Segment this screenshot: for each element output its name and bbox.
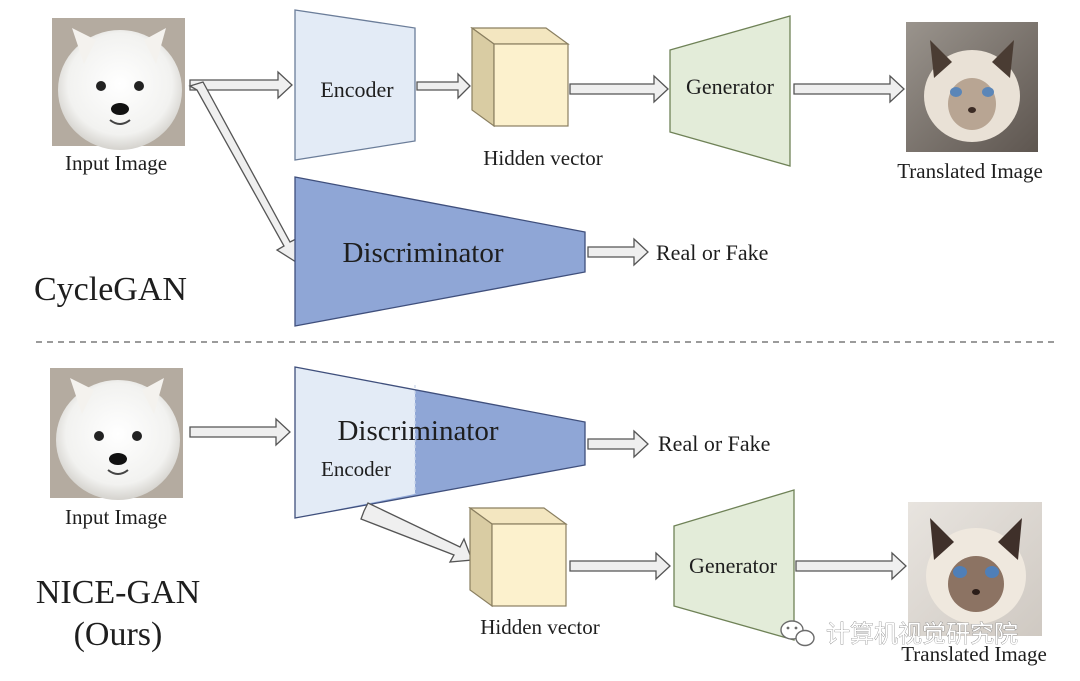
hidden-vector-cube-bottom (468, 506, 568, 608)
hidden-vector-cube-top (470, 26, 570, 128)
discriminator-block-top (294, 176, 586, 327)
input-image-dog (52, 18, 185, 150)
discriminator-label-top: Discriminator (342, 237, 503, 269)
generator-label-bottom: Generator (689, 553, 778, 578)
watermark-text: 计算机视觉研究院 (826, 620, 1018, 648)
translated-image-cat-bottom (908, 502, 1042, 636)
real-or-fake-label-top: Real or Fake (656, 240, 768, 265)
arrow-hidden-to-generator-top (569, 74, 669, 104)
encoder-block-top (294, 9, 416, 161)
arrow-discriminator-to-output-bottom (587, 429, 649, 459)
discriminator-label-bottom: Discriminator (337, 415, 498, 447)
input-image-label-bottom: Input Image (65, 505, 167, 529)
arrow-discriminator-to-output-top (587, 237, 649, 267)
wechat-icon (780, 620, 815, 647)
arrow-generator-to-output-top (793, 74, 905, 104)
watermark: 计算机视觉研究院 (780, 620, 1018, 648)
input-image-label-top: Input Image (65, 151, 167, 175)
translated-image-label-bottom: Translated Image (901, 642, 1047, 666)
hidden-vector-label-top: Hidden vector (483, 146, 603, 170)
translated-image-label-top: Translated Image (897, 159, 1043, 183)
hidden-vector-label-bottom: Hidden vector (480, 615, 600, 639)
arrow-generator-to-output-bottom (795, 551, 907, 581)
input-image-dog-bottom (50, 368, 183, 500)
encoder-label-bottom: Encoder (321, 457, 391, 481)
nicegan-section-sublabel: (Ours) (74, 616, 163, 653)
translated-image-cat-top (906, 22, 1038, 152)
discriminator-encoder-block-bottom (294, 366, 586, 519)
arrow-encoder-to-hidden-bottom (360, 502, 473, 563)
cyclegan-section-label: CycleGAN (34, 271, 187, 308)
nicegan-section-label: NICE-GAN (36, 574, 200, 611)
generator-block-top (669, 15, 791, 167)
real-or-fake-label-bottom: Real or Fake (658, 431, 770, 456)
generator-label-top: Generator (686, 74, 775, 99)
arrow-input-to-discriminator-bottom (189, 417, 291, 447)
arrow-hidden-to-generator-bottom (569, 551, 671, 581)
arrow-input-to-discriminator (188, 81, 299, 264)
encoder-label-top: Encoder (320, 77, 394, 102)
generator-block-bottom (673, 489, 795, 641)
arrow-encoder-to-hidden-top (416, 72, 471, 100)
